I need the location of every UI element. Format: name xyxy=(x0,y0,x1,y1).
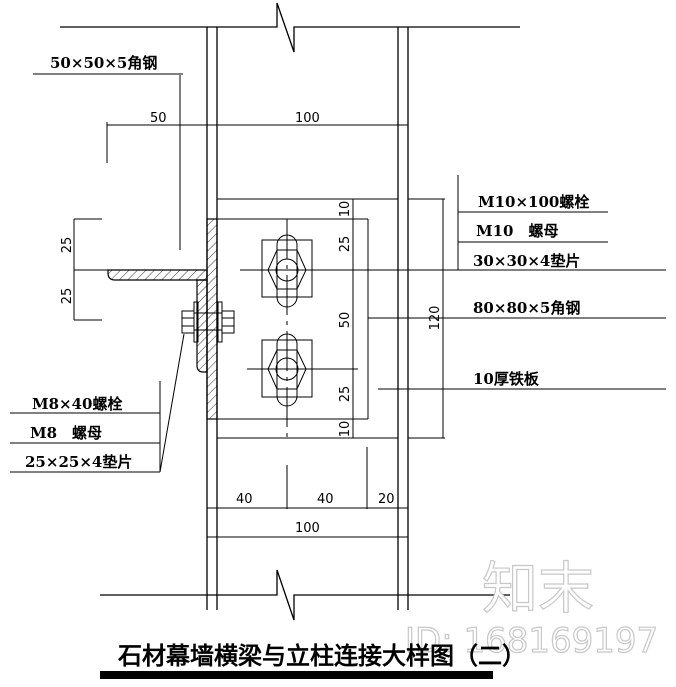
bolt-centerlines xyxy=(240,219,350,438)
label-plate-10: 10厚铁板 xyxy=(473,370,540,388)
label-m8-nut: M8 螺母 xyxy=(30,424,102,442)
dim-inner-25-bottom: 25 xyxy=(338,386,353,403)
dim-top-100: 100 xyxy=(295,111,320,126)
left-label-stack: M8×40螺栓 M8 螺母 25×25×4垫片 xyxy=(10,381,161,473)
left-dimension: 25 25 xyxy=(60,218,110,321)
label-m10-bolt: M10×100螺栓 xyxy=(478,193,589,211)
dim-left-25-lower: 25 xyxy=(60,288,75,305)
m10-bolt-lower xyxy=(261,333,313,407)
leader-m8 xyxy=(159,333,185,473)
bottom-dimension: 40 40 20 100 xyxy=(207,447,408,538)
dim-inner-50: 50 xyxy=(338,312,353,329)
label-m8-bolt: M8×40螺栓 xyxy=(32,395,122,413)
dim-inner-10-top: 10 xyxy=(338,201,353,218)
label-washer-30: 30×30×4垫片 xyxy=(473,252,580,270)
watermark: 知末 ID: 168169197 xyxy=(404,556,658,661)
label-angle-50x50x5: 50×50×5角钢 xyxy=(50,54,157,72)
small-angle-section xyxy=(107,269,208,373)
title-underline xyxy=(100,671,493,679)
dim-bottom-40-b: 40 xyxy=(317,492,334,507)
dim-inner-10-bottom: 10 xyxy=(338,421,353,438)
drawing-title: 石材幕墙横梁与立柱连接大样图（二） xyxy=(117,641,526,670)
m8-bolt-assembly xyxy=(181,301,235,343)
dim-bottom-40-a: 40 xyxy=(236,492,253,507)
large-angle-outline xyxy=(217,198,445,439)
dim-top-50: 50 xyxy=(150,111,167,126)
label-washer-25: 25×25×4垫片 xyxy=(25,453,132,471)
bottom-break-line xyxy=(100,569,510,621)
label-angle-80x80x5: 80×80×5角钢 xyxy=(473,299,580,317)
watermark-brand: 知末 xyxy=(482,557,594,622)
m10-bolt-upper xyxy=(261,234,313,308)
dim-bottom-100: 100 xyxy=(295,521,320,536)
dim-bottom-20: 20 xyxy=(378,492,395,507)
top-dimension: 50 100 xyxy=(33,73,408,250)
steel-plate-section xyxy=(206,218,218,420)
dim-left-25-upper: 25 xyxy=(60,237,75,254)
label-m10-nut: M10 螺母 xyxy=(476,222,558,240)
watermark-id: ID: 168169197 xyxy=(405,621,658,661)
dim-inner-25-top: 25 xyxy=(338,236,353,253)
top-break-line xyxy=(60,2,520,53)
right-label-stack: M10×100螺栓 M10 螺母 30×30×4垫片 80×80×5角钢 10厚… xyxy=(368,175,666,390)
inner-vertical-dimension: 10 25 50 25 10 xyxy=(338,199,666,438)
